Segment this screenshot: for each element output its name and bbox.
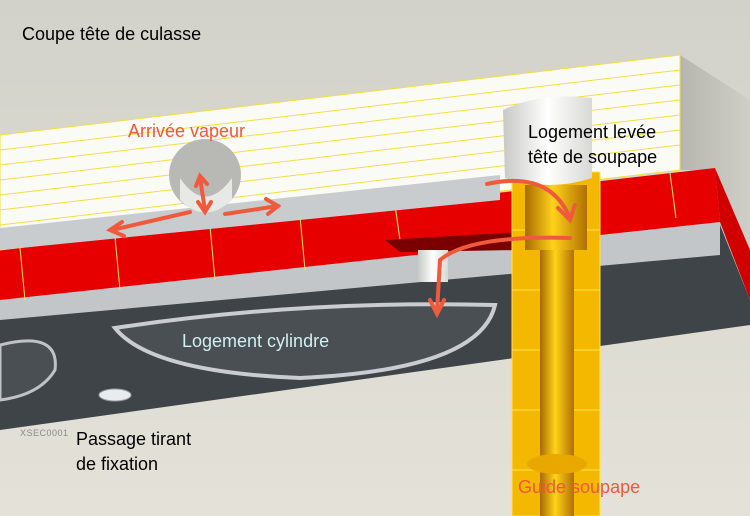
label-cylinder-housing: Logement cylindre [182,331,330,351]
top-slab [0,54,681,251]
label-tie-rod-passage-2: de fixation [76,454,159,474]
valve-lift-housing [503,96,592,185]
diagram-title: Coupe tête de culasse [22,24,202,44]
label-valve-lift-housing-1: Logement levée [528,122,657,142]
passage-bore [418,250,448,282]
label-valve-guide: Guide soupape [518,477,641,497]
section-tag: XSEC0001 [20,428,69,438]
label-tie-rod-passage-1: Passage tirant [76,429,192,449]
label-steam-inlet: Arrivée vapeur [128,121,246,141]
steam-flow-arrows [105,172,577,319]
cylinder-housing-recess [111,302,498,381]
tie-rod-hole [98,388,132,402]
label-valve-lift-housing-2: tête de soupape [528,147,658,167]
